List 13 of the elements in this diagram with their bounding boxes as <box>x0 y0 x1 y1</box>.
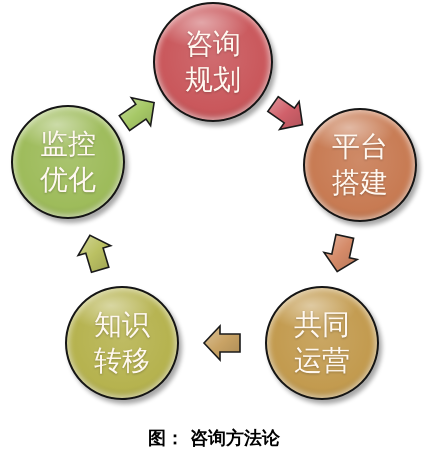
step-circle <box>153 2 273 122</box>
step-label: 平台搭建 <box>331 129 389 201</box>
step-label: 监控优化 <box>39 126 97 198</box>
block-arrow <box>322 234 360 273</box>
step-label: 咨询规划 <box>184 26 242 98</box>
block-arrow <box>118 96 155 132</box>
block-arrow <box>202 324 241 362</box>
step-circle <box>303 108 417 222</box>
block-arrow <box>76 234 113 274</box>
block-arrow <box>266 96 304 131</box>
step-label: 共同运营 <box>293 307 351 379</box>
figure-caption: 图： 咨询方法论 <box>148 427 280 450</box>
step-label: 知识转移 <box>93 307 151 379</box>
